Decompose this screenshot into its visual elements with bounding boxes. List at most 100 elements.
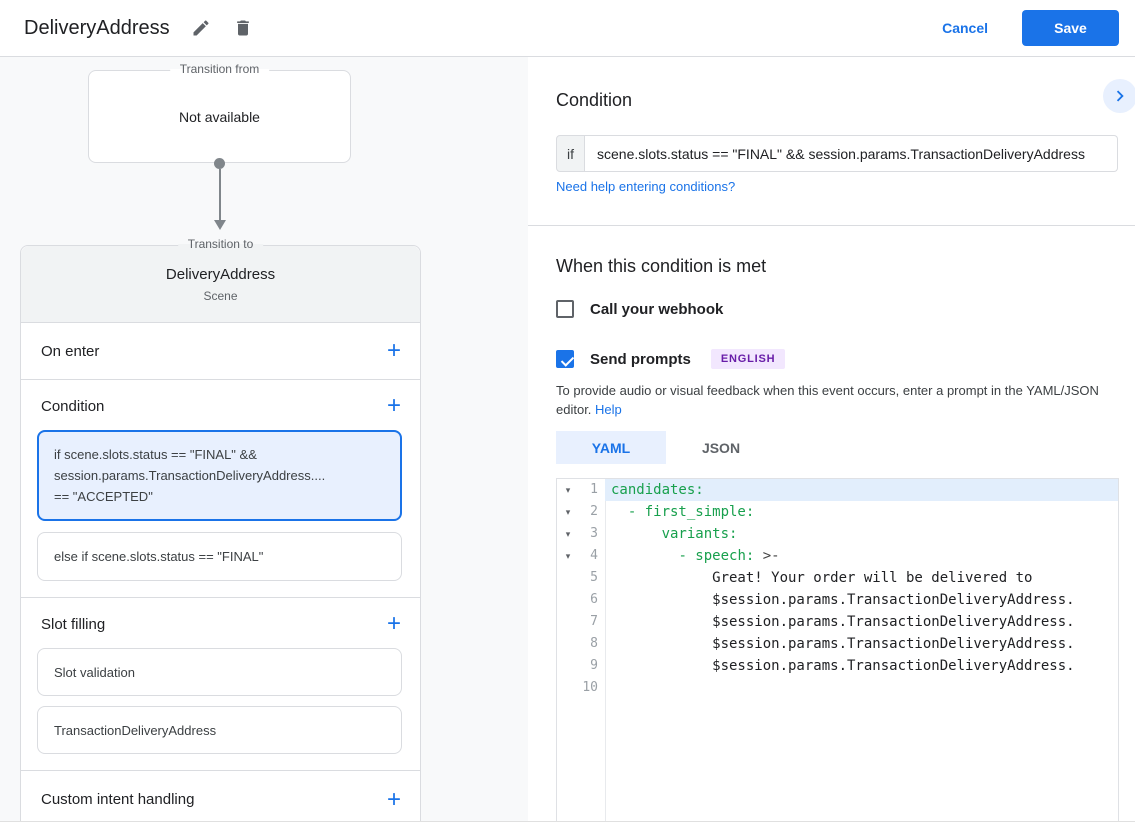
slot-filling-section: Slot filling + Slot validation Transacti… [21, 598, 420, 771]
fold-arrow-icon[interactable]: ▾ [565, 507, 571, 517]
line-number: 7 [590, 614, 598, 629]
fold-gutter [557, 633, 579, 655]
condition-heading: Condition [556, 90, 633, 110]
tab-json[interactable]: JSON [701, 439, 741, 456]
fold-gutter [557, 677, 579, 699]
code-text: - speech: >- [678, 548, 780, 564]
condition-line: session.params.TransactionDeliveryAddres… [54, 468, 326, 483]
code-text: $session.params.TransactionDeliveryAddre… [611, 592, 1075, 608]
fold-arrow-icon[interactable]: ▾ [565, 529, 571, 539]
edit-icon[interactable] [190, 17, 212, 39]
condition-expression-input[interactable] [585, 135, 1118, 172]
bottom-scrollbar-track[interactable] [0, 821, 1135, 827]
condition-detail-pane: Condition if Need help entering conditio… [528, 57, 1135, 822]
code-line: 8 $session.params.TransactionDeliveryAdd… [557, 633, 1118, 655]
on-enter-label: On enter [41, 342, 100, 360]
language-badge: ENGLISH [710, 349, 786, 369]
editor-tabs: YAML JSON [556, 431, 776, 464]
transition-to-box: Transition to DeliveryAddress Scene On e… [20, 237, 421, 821]
divider [528, 225, 1135, 226]
scene-name: DeliveryAddress [165, 265, 276, 283]
line-number: 3 [590, 526, 598, 541]
code-text: $session.params.TransactionDeliveryAddre… [611, 636, 1075, 652]
condition-line: if scene.slots.status == "FINAL" && [54, 447, 257, 462]
connector-line [219, 169, 221, 220]
add-condition-button[interactable]: + [386, 392, 401, 419]
code-line: ▾ 2 - first_simple: [557, 501, 1118, 523]
scene-graph-pane: Transition from Not available Transition… [0, 57, 528, 821]
gutter-divider [605, 479, 606, 821]
delete-icon[interactable] [232, 17, 254, 39]
tab-yaml[interactable]: YAML [556, 431, 666, 464]
add-on-enter-button[interactable]: + [386, 337, 401, 364]
code-line: 7 $session.params.TransactionDeliveryAdd… [557, 611, 1118, 633]
prompt-description-text: To provide audio or visual feedback when… [556, 383, 1099, 417]
code-text: variants: [661, 526, 738, 542]
fold-gutter [557, 567, 579, 589]
code-text: Great! Your order will be delivered to [611, 570, 1033, 586]
scene-type: Scene [203, 288, 238, 303]
connector-dot [214, 158, 225, 169]
code-line: 10 [557, 677, 1118, 699]
code-line: 6 $session.params.TransactionDeliveryAdd… [557, 589, 1118, 611]
page-title: DeliveryAddress [24, 16, 170, 39]
code-text [605, 677, 1118, 699]
prompt-description: To provide audio or visual feedback when… [556, 381, 1116, 419]
slot-validation-card[interactable]: Slot validation [37, 648, 402, 696]
line-number: 6 [590, 592, 598, 607]
line-number: 5 [590, 570, 598, 585]
save-button[interactable]: Save [1022, 10, 1119, 46]
fold-arrow-icon[interactable]: ▾ [565, 485, 571, 495]
fold-gutter [557, 655, 579, 677]
condition-card-selected[interactable]: if scene.slots.status == "FINAL" && sess… [37, 430, 402, 521]
code-text: - first_simple: [627, 504, 755, 520]
condition-line: == "ACCEPTED" [54, 489, 153, 504]
send-prompts-label[interactable]: Send prompts [590, 350, 691, 368]
code-line: 5 Great! Your order will be delivered to [557, 567, 1118, 589]
condition-line: else if scene.slots.status == "FINAL" [54, 549, 264, 564]
condition-section: Condition + if scene.slots.status == "FI… [21, 380, 420, 598]
condition-card[interactable]: else if scene.slots.status == "FINAL" [37, 532, 402, 581]
custom-intent-row: Custom intent handling + [21, 771, 420, 821]
slot-card-label: Slot validation [54, 664, 135, 680]
webhook-label[interactable]: Call your webhook [590, 300, 724, 318]
code-line: ▾ 3 variants: [557, 523, 1118, 545]
editor-lines: ▾ 1 candidates: ▾ 2 - first_simple: ▾ 3 varian… [557, 479, 1118, 699]
cancel-button[interactable]: Cancel [942, 20, 988, 36]
scene-header: DeliveryAddress Scene [21, 246, 420, 323]
when-met-heading: When this condition is met [556, 256, 767, 276]
transition-from-box: Transition from Not available [88, 62, 351, 163]
add-custom-intent-button[interactable]: + [386, 785, 401, 813]
line-number: 2 [590, 504, 598, 519]
code-line: ▾ 4 - speech: >- [557, 545, 1118, 567]
code-line: ▾ 1 candidates: [557, 479, 1118, 501]
transaction-delivery-address-card[interactable]: TransactionDeliveryAddress [37, 706, 402, 754]
code-text: $session.params.TransactionDeliveryAddre… [611, 614, 1075, 630]
slot-card-label: TransactionDeliveryAddress [54, 722, 217, 738]
fold-gutter [557, 611, 579, 633]
condition-section-label: Condition [41, 397, 105, 415]
webhook-row: Call your webhook [556, 300, 723, 318]
add-slot-button[interactable]: + [386, 610, 401, 637]
code-text: candidates: [605, 479, 1118, 501]
if-label: if [556, 135, 585, 172]
send-prompts-checkbox[interactable] [556, 350, 574, 368]
conditions-help-link[interactable]: Need help entering conditions? [556, 179, 736, 194]
transition-to-label: Transition to [177, 237, 264, 251]
line-number: 8 [590, 636, 598, 651]
fold-gutter [557, 589, 579, 611]
code-text: $session.params.TransactionDeliveryAddre… [611, 658, 1075, 674]
code-editor[interactable]: ▾ 1 candidates: ▾ 2 - first_simple: ▾ 3 varian… [556, 478, 1119, 822]
collapse-panel-button[interactable] [1103, 79, 1135, 113]
prompt-help-link[interactable]: Help [595, 402, 622, 417]
condition-expression-row: if [556, 135, 1118, 172]
transition-from-label: Transition from [169, 62, 270, 76]
on-enter-row: On enter + [21, 323, 420, 380]
line-number: 4 [590, 548, 598, 563]
line-number: 1 [590, 482, 598, 497]
slot-filling-label: Slot filling [41, 615, 106, 633]
webhook-checkbox[interactable] [556, 300, 574, 318]
transition-from-value: Not available [179, 108, 260, 125]
fold-arrow-icon[interactable]: ▾ [565, 551, 571, 561]
chevron-right-icon [1116, 90, 1124, 102]
